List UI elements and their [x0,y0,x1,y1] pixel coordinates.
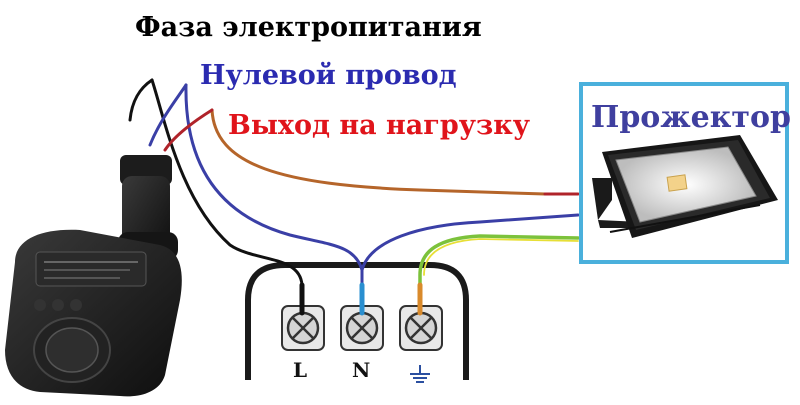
wire-ground-stripe [423,238,579,276]
wire-phase [150,78,304,312]
terminal-screw-ground [399,305,443,351]
wire-sensor-blue-lead [148,83,188,147]
wire-load-output [210,108,547,196]
wires [128,78,580,316]
projector-frame [579,82,789,264]
wire-neutral [184,83,364,312]
label-phase: Фаза электропитания [135,12,482,43]
terminal-label-n: N [352,358,371,382]
floodlight-icon [592,135,778,238]
wire-sensor-black-lead [128,78,154,122]
label-neutral: Нулевой провод [200,60,457,91]
label-projector: Прожектор [591,100,791,135]
wire-neutral-projector [360,213,580,272]
wire-sensor-red-lead [163,108,214,152]
label-load-output: Выход на нагрузку [228,110,531,141]
motion-sensor-icon [5,155,182,397]
terminal-screw-n [340,305,384,351]
terminal-label-l: L [293,358,308,382]
wire-ground [418,234,580,312]
ground-symbol-icon [410,365,430,383]
